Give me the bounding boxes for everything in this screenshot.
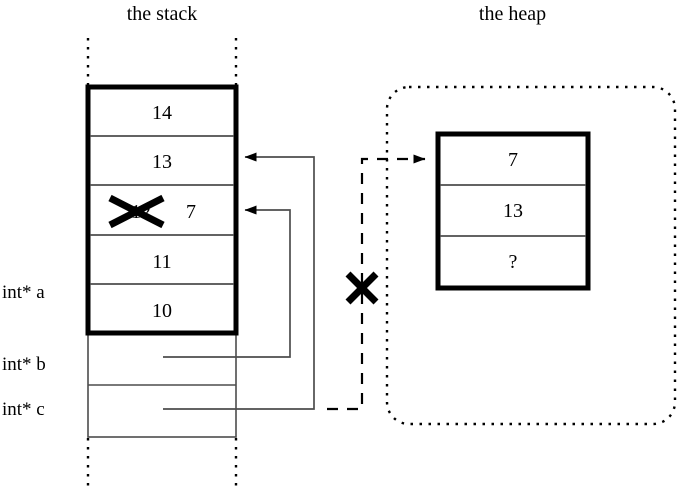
stack-bottom-dotted-edges — [86, 438, 238, 489]
heap-region-boundary — [385, 85, 677, 426]
stack-top-dotted-edges — [86, 38, 238, 86]
stack-cell-value-2-replacement: 7 — [186, 201, 196, 223]
stack-cell-value-1: 13 — [152, 151, 172, 173]
x-broken-pointer-icon — [345, 271, 379, 305]
heap-block — [435, 131, 591, 291]
pointer-b-arrow — [163, 205, 291, 358]
stack-cell-value-0: 14 — [152, 102, 172, 124]
pointer-label-a: int* a — [2, 282, 45, 303]
pointer-c-arrow — [163, 152, 315, 410]
heap-cell-value-1: 13 — [503, 200, 523, 222]
stack-cell-value-4: 10 — [152, 300, 172, 322]
pointer-label-c: int* c — [2, 399, 45, 420]
x-strike-icon — [108, 194, 165, 229]
heap-title: the heap — [478, 3, 547, 25]
pointer-label-b: int* b — [2, 354, 46, 375]
stack-cell-value-2-struck: 12 — [131, 201, 151, 223]
heap-cell-value-2: ? — [508, 251, 518, 273]
heap-cell-value-0: 7 — [508, 149, 518, 171]
stack-cell-value-3: 11 — [152, 251, 172, 273]
stack-frame-block — [85, 84, 239, 336]
stack-title: the stack — [126, 3, 198, 25]
dangling-pointer-dashed-arrow — [327, 154, 426, 411]
stack-pointer-slots — [87, 332, 237, 438]
